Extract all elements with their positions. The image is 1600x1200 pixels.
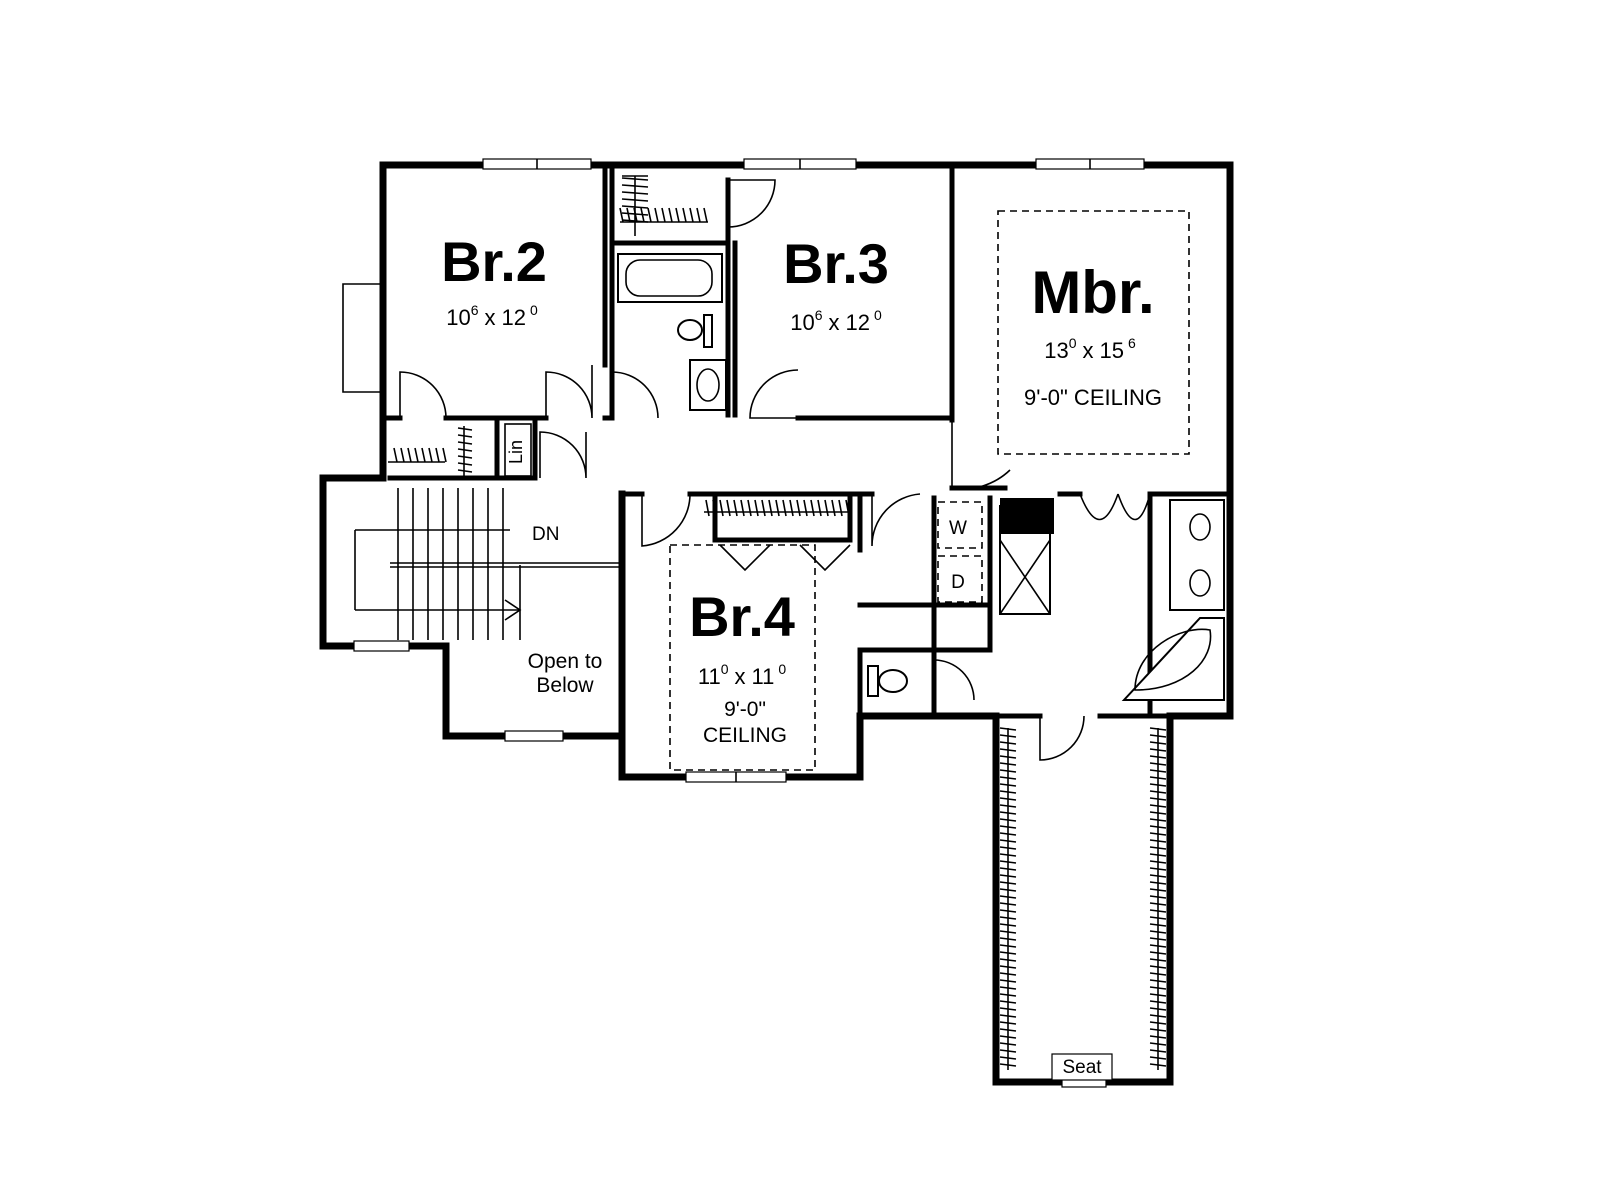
seat-label: Seat [1062,1057,1102,1078]
ceiling-outlines [669,210,1190,771]
misc-labels: Lin DN Open to Below W D Seat [504,423,1113,1081]
stairs-down-label: DN [532,524,559,545]
ceiling-br4-line1: 9'-0" [724,698,766,721]
room-name-mbr: Mbr. [1031,259,1154,326]
linen-label: Lin [506,440,526,464]
doors [399,179,1151,761]
bath-fixtures [617,253,1225,701]
closet-shelves [388,175,848,513]
washer-label: W [949,518,967,539]
open-to-below-line1: Open to [528,650,603,673]
room-name-br4: Br.4 [689,585,795,648]
room-name-br3: Br.3 [783,232,889,295]
stairs [354,488,522,640]
room-name-br2: Br.2 [441,230,547,293]
dryer-label: D [951,572,965,593]
open-to-below-line2: Below [536,674,594,697]
closet-hangers [393,177,1167,1067]
ceiling-mbr: 9'-0" CEILING [1024,385,1162,410]
windows [342,158,1145,1088]
walk-in-closet-rails [1007,728,1159,1070]
ceiling-br4-line2: CEILING [703,724,787,747]
